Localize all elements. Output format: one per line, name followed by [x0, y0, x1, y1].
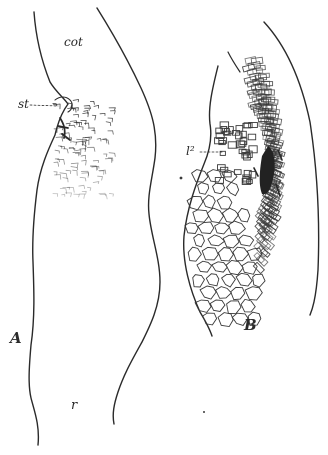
- panel-a-label-st: st: [18, 97, 29, 111]
- panel-b-inner-outline: [184, 66, 218, 336]
- panel-b-top-stroke: [228, 52, 240, 72]
- panel-b-letter: B: [243, 316, 257, 334]
- panel-a-st-leader: [30, 105, 58, 106]
- panel-a-label-r: r: [71, 398, 78, 413]
- panel-a: cot st A r: [8, 8, 160, 445]
- panel-b-label-l2: l²: [186, 144, 195, 158]
- panel-a-left-outline: [29, 12, 68, 445]
- panel-b-cell-network: [185, 57, 285, 327]
- panel-a-right-outline: [97, 8, 160, 424]
- panel-b-speck: [180, 177, 183, 180]
- stray-dot: [203, 411, 205, 413]
- panel-a-label-cot: cot: [64, 35, 83, 49]
- panel-a-letter: A: [8, 329, 22, 347]
- panel-b: l² B: [180, 22, 319, 336]
